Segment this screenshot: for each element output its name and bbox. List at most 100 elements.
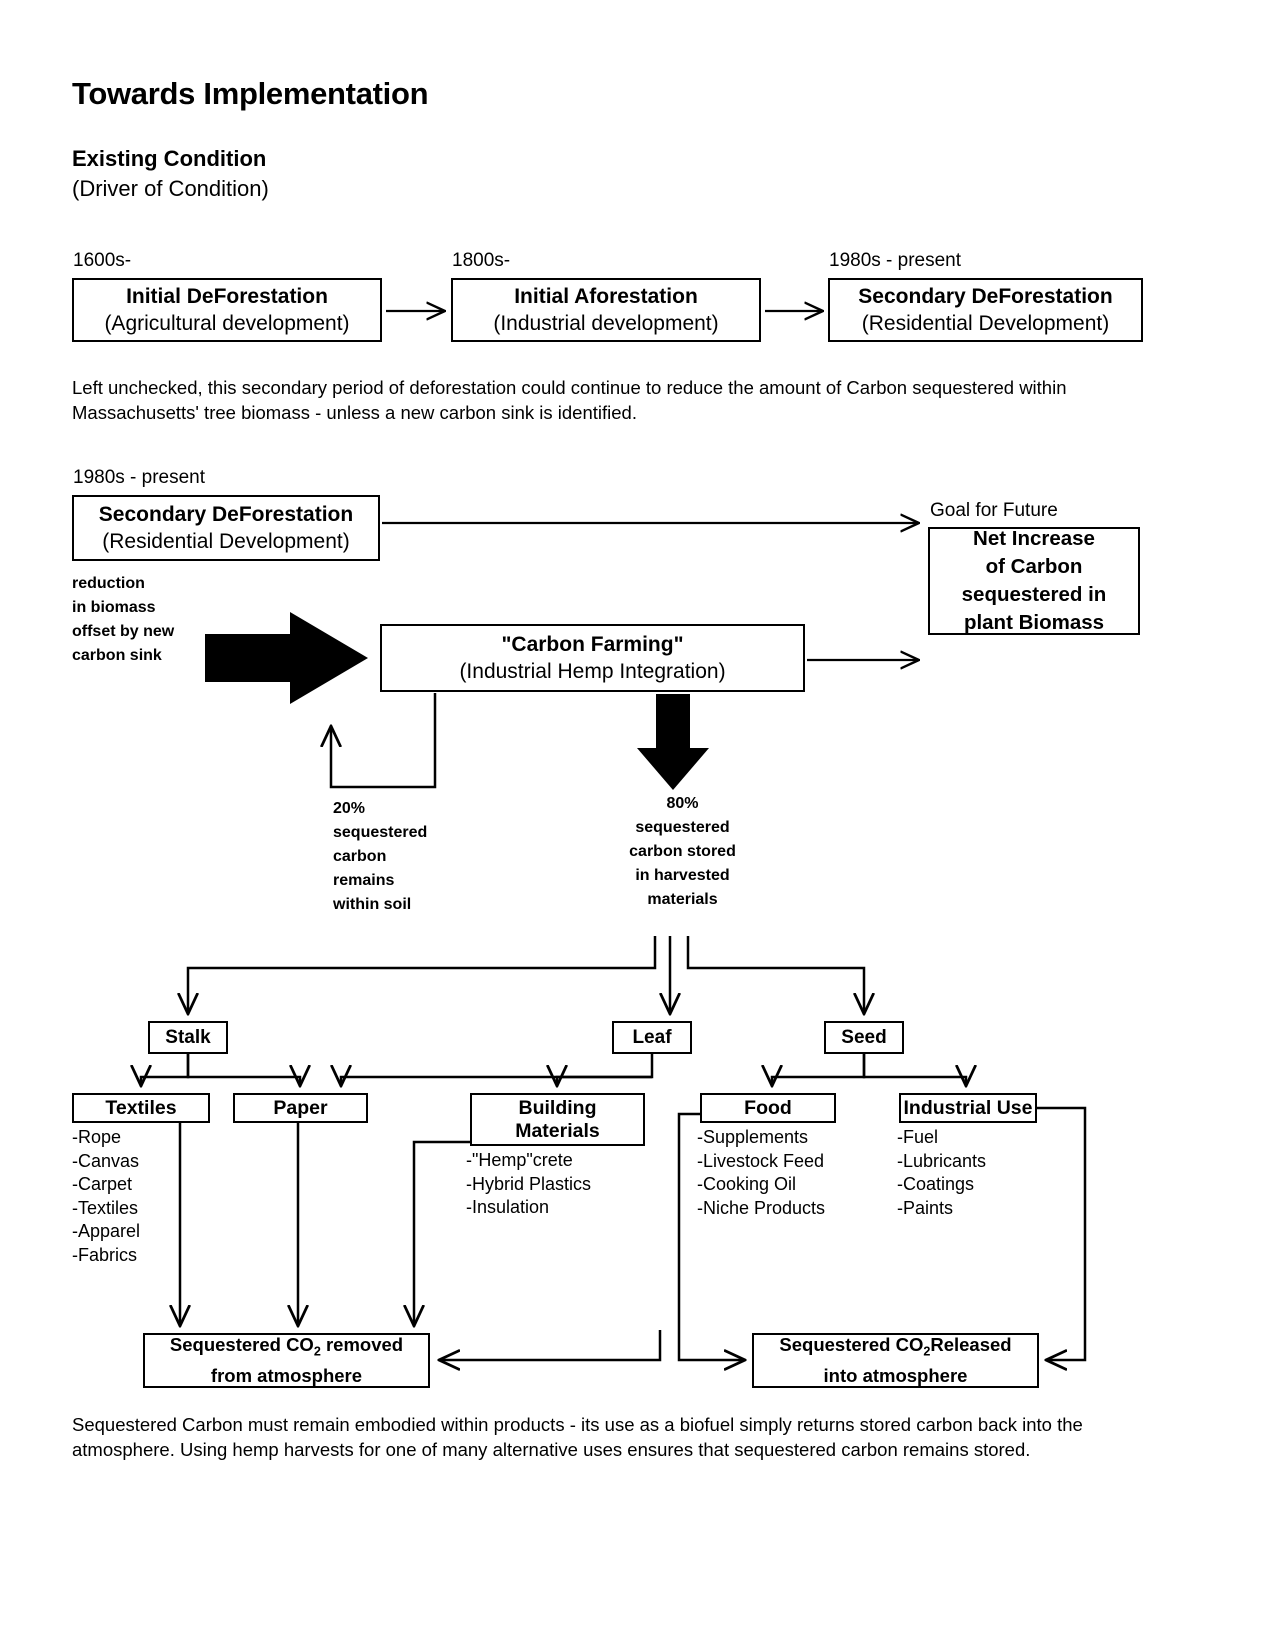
thick-arrow-label-line-3: offset by new (72, 623, 175, 640)
connector-leaf-to-building-materials (557, 1054, 654, 1085)
thick-arrow-label-line-4: carbon sink (72, 647, 162, 664)
timeline-era-1: 1600s- (73, 250, 132, 271)
part-box-leaf: Leaf (612, 1021, 692, 1054)
timeline-era-2: 1800s- (452, 250, 511, 271)
split-left-line-4: remains (333, 872, 395, 889)
split-right-line-2: sequestered (635, 819, 730, 836)
list-item: -Lubricants (897, 1150, 987, 1171)
list-item: -Cooking Oil (697, 1174, 797, 1194)
timeline-box-2-sub: (Industrial development) (493, 311, 719, 335)
connector-stalk-to-paper (186, 1054, 300, 1085)
connector-bus-to-removed-box (440, 1330, 662, 1360)
carbon-farming-box: "Carbon Farming" (Industrial Hemp Integr… (380, 624, 805, 692)
thick-arrow-80-percent (637, 694, 709, 790)
connector-stalk-to-textiles (141, 1054, 190, 1085)
split-left-line-1: 20% (333, 800, 366, 817)
product-box-textiles: Textiles (72, 1093, 210, 1123)
outcome-removed-text-b: removed (320, 1334, 404, 1356)
timeline-box-3-sub: (Residential Development) (861, 311, 1110, 335)
split-left-line-3: carbon (333, 848, 387, 865)
outcome-released-line-2: into atmosphere (823, 1364, 968, 1386)
split-right-line-3: carbon stored (629, 843, 736, 860)
page-title: Towards Implementation (72, 76, 429, 111)
outcome-removed-subscript: 2 (313, 1344, 321, 1359)
outcome-removed-line-2: from atmosphere (210, 1364, 363, 1386)
list-item: -Paints (897, 1197, 954, 1218)
carbon-farming-title: "Carbon Farming" (501, 632, 684, 656)
product-box-building-materials-line-1: Building (518, 1096, 597, 1119)
connector-building-materials-to-removed (414, 1140, 470, 1325)
split-label-20-percent: 20% sequestered carbon remains within so… (333, 797, 493, 917)
list-item: -Niche Products (697, 1197, 826, 1218)
goal-box-line-1: Net Increase (973, 527, 1095, 550)
goal-box-net-increase: Net Increase of Carbon sequestered in pl… (928, 527, 1140, 635)
source-box-secondary-deforestation: Secondary DeForestation (Residential Dev… (72, 495, 380, 561)
goal-for-future-caption: Goal for Future (930, 500, 1058, 521)
product-box-food: Food (700, 1093, 836, 1123)
list-item: -Coatings (897, 1174, 975, 1194)
connector-bus-to-seed (686, 936, 864, 1013)
list-item: -Rope (72, 1127, 122, 1147)
timeline-box-1-title: Initial DeForestation (126, 284, 328, 308)
list-item: -Carpet (72, 1174, 133, 1194)
thick-arrow-label-line-1: reduction (72, 575, 145, 592)
carbon-farming-sub: (Industrial Hemp Integration) (459, 659, 726, 683)
list-item: -Livestock Feed (697, 1150, 825, 1171)
product-list-textiles: -Rope -Canvas -Carpet -Textiles -Apparel… (72, 1126, 212, 1267)
list-item: -Supplements (697, 1127, 809, 1147)
timeline-box-initial-deforestation: Initial DeForestation (Agricultural deve… (72, 278, 382, 342)
connector-leaf-to-paper-column (341, 1077, 652, 1085)
list-item: -"Hemp"crete (466, 1150, 573, 1170)
product-list-food: -Supplements -Livestock Feed -Cooking Oi… (697, 1126, 867, 1220)
product-list-building-materials: -"Hemp"crete -Hybrid Plastics -Insulatio… (466, 1149, 656, 1220)
split-right-line-5: materials (647, 891, 718, 908)
timeline-box-initial-aforestation: Initial Aforestation (Industrial develop… (451, 278, 761, 342)
list-item: -Hybrid Plastics (466, 1173, 592, 1194)
outcome-released-text-b: Released (930, 1334, 1012, 1356)
product-list-industrial-use: -Fuel -Lubricants -Coatings -Paints (897, 1126, 1047, 1220)
list-item: -Apparel (72, 1221, 141, 1241)
split-left-line-2: sequestered (333, 824, 428, 841)
connector-seed-to-food (772, 1054, 866, 1085)
product-box-paper: Paper (233, 1093, 368, 1123)
source-box-title: Secondary DeForestation (98, 502, 354, 526)
goal-box-line-3: sequestered in (961, 583, 1107, 606)
timeline-box-1-sub: (Agricultural development) (104, 311, 350, 335)
timeline-box-3-title: Secondary DeForestation (858, 284, 1113, 308)
list-item: -Insulation (466, 1197, 550, 1217)
split-label-80-percent: 80% sequestered carbon stored in harvest… (600, 792, 765, 912)
outcome-box-co2-released: Sequestered CO2Released into atmosphere (752, 1333, 1039, 1388)
outcome-box-co2-removed: Sequestered CO2 removed from atmosphere (143, 1333, 430, 1388)
outcome-removed-line-1: Sequestered CO2 removed (170, 1333, 403, 1364)
connector-bus-to-stalk (188, 936, 657, 1013)
list-item: -Fuel (897, 1127, 939, 1147)
split-right-line-1: 80% (666, 795, 699, 812)
outcome-removed-text-a: Sequestered CO (169, 1334, 314, 1356)
timeline-box-secondary-deforestation: Secondary DeForestation (Residential Dev… (828, 278, 1143, 342)
goal-box-line-4: plant Biomass (963, 611, 1105, 634)
split-right-line-4: in harvested (635, 867, 730, 884)
timeline-era-3: 1980s - present (829, 250, 962, 271)
thick-arrow-label-line-2: in biomass (72, 599, 156, 616)
section-heading-existing-condition: Existing Condition (72, 146, 267, 171)
outcome-released-line-1: Sequestered CO2Released (779, 1333, 1011, 1364)
outcome-released-text-a: Sequestered CO (779, 1334, 924, 1356)
split-left-line-5: within soil (333, 896, 412, 913)
footer-paragraph: Sequestered Carbon must remain embodied … (72, 1414, 1083, 1460)
connector-seed-to-industrial-use (862, 1054, 966, 1085)
source-box-sub: (Residential Development) (102, 529, 350, 553)
part-box-seed: Seed (824, 1021, 904, 1054)
product-box-building-materials-line-2: Materials (515, 1119, 600, 1142)
product-box-building-materials: Building Materials (470, 1093, 645, 1146)
section2-era-label: 1980s - present (73, 467, 206, 488)
thick-arrow-label: reduction in biomass offset by new carbo… (72, 572, 222, 668)
part-box-stalk: Stalk (148, 1021, 228, 1054)
note-paragraph-deforestation: Left unchecked, this secondary period of… (72, 377, 1067, 423)
goal-box-line-2: of Carbon (985, 555, 1083, 578)
connector-20-percent-loop (331, 693, 437, 789)
section-subheading-driver: (Driver of Condition) (72, 176, 269, 201)
list-item: -Fabrics (72, 1244, 138, 1265)
product-box-industrial-use: Industrial Use (899, 1093, 1037, 1123)
thick-arrow-reduction-offset (205, 563, 368, 704)
